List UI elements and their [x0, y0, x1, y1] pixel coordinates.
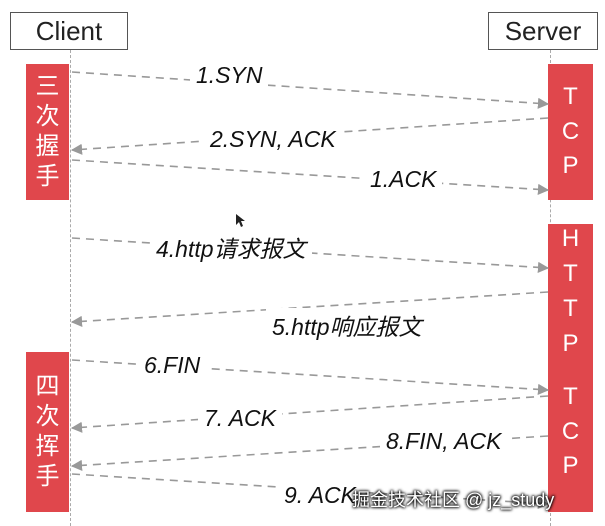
message-arrow	[71, 159, 550, 195]
message-label: 5.http响应报文	[266, 308, 428, 342]
message-label: 2.SYN, ACK	[204, 126, 342, 153]
message-arrow	[70, 435, 549, 471]
message-label: 6.FIN	[138, 352, 207, 379]
handshake-char: 手	[35, 163, 60, 190]
four-way-wave-band: 四 次 挥 手	[26, 352, 69, 512]
http-char: T	[563, 295, 578, 322]
message-label: 8.FIN, ACK	[380, 428, 508, 455]
message-label: 1.SYN	[190, 62, 269, 89]
message-label: 1.ACK	[364, 166, 443, 193]
tcp-char: T	[563, 382, 578, 410]
message-label: 9. ACK	[278, 482, 363, 509]
wave-char: 次	[35, 403, 60, 430]
message-arrow	[70, 395, 549, 433]
message-arrow	[71, 359, 550, 395]
wave-char: 手	[35, 463, 60, 490]
http-band: H T T P	[548, 224, 593, 360]
tcp-char: T	[563, 82, 578, 110]
tcp-char: P	[562, 452, 579, 480]
wave-char: 四	[35, 373, 60, 400]
tcp-band-connect: T C P	[548, 64, 593, 200]
tcp-char: P	[562, 152, 579, 180]
http-char: T	[563, 260, 578, 288]
handshake-char: 握	[35, 133, 60, 160]
tcp-band-disconnect: T C P	[548, 352, 593, 512]
watermark: 掘金技术社区 @ jz_study	[352, 490, 555, 510]
wave-char: 挥	[35, 433, 60, 460]
handshake-char: 次	[35, 103, 60, 130]
client-lifeline	[70, 50, 71, 526]
three-way-handshake-band: 三 次 握 手	[26, 64, 69, 200]
http-char: H	[561, 225, 580, 253]
client-header: Client	[10, 12, 128, 50]
message-label: 7. ACK	[198, 405, 283, 432]
server-header: Server	[488, 12, 598, 50]
message-arrow	[71, 71, 550, 109]
mouse-cursor-icon	[236, 214, 245, 227]
http-char: P	[562, 329, 579, 357]
message-arrow	[70, 291, 549, 327]
message-label: 4.http请求报文	[150, 230, 312, 264]
tcp-char: C	[561, 417, 580, 445]
tcp-char: C	[561, 117, 580, 145]
handshake-char: 三	[35, 73, 60, 100]
